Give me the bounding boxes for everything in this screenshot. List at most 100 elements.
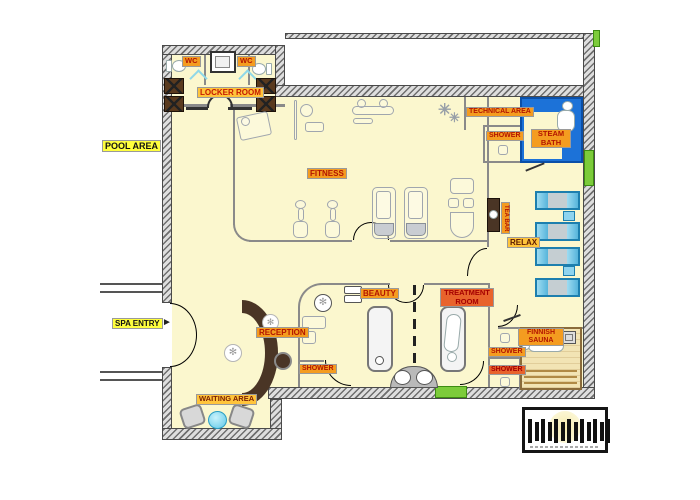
cable-machine-icon: [300, 104, 313, 117]
fan-icon: ✳: [449, 110, 460, 125]
beauty-stool-icon: ✻: [314, 294, 332, 312]
window-green-right: [584, 150, 594, 186]
logo-caption-strip: [530, 446, 600, 448]
label-tea-bar: TEA BAR: [501, 202, 510, 235]
toilet-icon: [166, 60, 172, 72]
label-shower-steam: SHOWER: [486, 131, 524, 142]
label-spa-entry: SPA ENTRY: [112, 318, 163, 330]
gym-station-icon: [450, 178, 474, 194]
steam-shower-wall-bottom: [483, 161, 520, 163]
label-steam-bath: STEAM BATH: [531, 129, 571, 149]
fan-icon: ✳: [438, 102, 452, 119]
pool-corridor-line: [100, 371, 162, 373]
steam-shower-wall-top: [483, 125, 520, 127]
sauna-bench: [524, 370, 577, 372]
wall-right: [583, 33, 595, 399]
gym-station-icon: [450, 212, 474, 238]
label-treatment-room: TREATMENT ROOM: [440, 288, 494, 308]
basin-icon: [394, 370, 411, 385]
locker-door-sill: [186, 107, 208, 110]
beauty-wall-top: [322, 283, 390, 285]
locker-door-sill: [228, 107, 252, 110]
label-technical-area: TECHNICAL AREA: [466, 107, 534, 118]
locker-icon: [164, 96, 184, 112]
pool-corridor-line: [100, 283, 162, 285]
exercise-bike-icon: [298, 208, 304, 221]
label-shower-reception: SHOWER: [299, 364, 337, 375]
fitness-wall-left: [233, 107, 235, 225]
label-reception: RECEPTION: [256, 327, 309, 339]
lounger-icon: [535, 278, 580, 297]
sauna-stove-icon: [565, 334, 573, 341]
treatment-wall-top: [424, 283, 489, 285]
wall-top-main: [275, 85, 595, 97]
window-green-topright: [593, 30, 600, 47]
fitness-wall-bottom-left: [249, 240, 352, 242]
gym-station-icon: [463, 198, 474, 208]
lounger-icon: [535, 247, 580, 266]
steam-shower-wall-left: [483, 125, 485, 163]
shower-shelf-icon: [302, 316, 326, 329]
label-locker-room: LOCKER ROOM: [197, 87, 264, 99]
treadmill-icon: [241, 117, 250, 126]
wall-waiting-bottom: [162, 428, 282, 440]
side-table-icon: [563, 211, 575, 221]
beauty-treatment-partition: [413, 285, 416, 385]
gym-station-icon: [448, 198, 459, 208]
fitness-wall-right: [487, 97, 489, 247]
stool-icon: [274, 352, 292, 370]
weight-machine-icon: [374, 223, 394, 236]
label-shower-sauna-lower: SHOWER: [488, 365, 526, 376]
lounger-icon: [535, 222, 580, 241]
wall-locker-bottom-left: [172, 104, 208, 107]
entry-arrow-icon: ►: [162, 317, 172, 328]
wall-top-thin: [285, 33, 595, 39]
sauna-bench: [524, 376, 577, 378]
shower-icon: [498, 145, 508, 155]
door-green-bottom: [435, 386, 467, 398]
basin-icon: [416, 370, 433, 385]
person-icon: [447, 352, 457, 362]
locker-icon: [164, 78, 184, 94]
toilet-icon: [266, 63, 272, 75]
sauna-bench: [524, 382, 577, 384]
logo-barcode: [528, 418, 613, 444]
bench-press-icon: [357, 99, 366, 108]
label-finnish-sauna: FINNISH SAUNA: [518, 328, 564, 347]
label-waiting-area: WAITING AREA: [196, 394, 258, 405]
wc-divider: [248, 55, 250, 85]
bench-press-icon: [352, 106, 394, 115]
reception-shower-wall: [298, 307, 300, 387]
shower-icon: [500, 377, 510, 387]
label-shower-sauna-upper: SHOWER: [488, 347, 526, 358]
shower-icon: [500, 333, 510, 343]
toilet-icon: [252, 63, 266, 75]
fitness-wall-bottom-right: [390, 240, 488, 242]
shower-stall-divider: [489, 357, 520, 359]
weight-machine-icon: [376, 191, 391, 219]
technical-divider: [464, 97, 466, 130]
treatment-wall-right: [488, 283, 490, 387]
weight-machine-icon: [406, 223, 426, 236]
pool-corridor-line: [100, 291, 162, 293]
sink-icon: [215, 56, 230, 68]
cable-machine-icon: [305, 122, 324, 132]
side-table-icon: [563, 266, 575, 276]
label-beauty: BEAUTY: [360, 288, 399, 300]
exercise-bike-icon: [325, 221, 340, 238]
tea-bar-sink-icon: [489, 210, 498, 219]
massage-table-hole: [375, 356, 384, 365]
flower-stool-icon: ✻: [224, 344, 242, 362]
weight-machine-icon: [408, 191, 423, 219]
bench-press-icon: [379, 99, 388, 108]
label-wc-right: WC: [237, 56, 256, 67]
exercise-bike-icon: [293, 221, 308, 238]
label-wc-left: WC: [182, 56, 201, 67]
label-relax: RELAX: [507, 237, 541, 249]
locker-icon: [256, 96, 276, 112]
watermark-logo: [522, 407, 610, 453]
exercise-bike-icon: [330, 208, 336, 221]
reception-shower-wall-bottom: [298, 360, 324, 362]
label-pool-area: POOL AREA: [102, 140, 162, 153]
